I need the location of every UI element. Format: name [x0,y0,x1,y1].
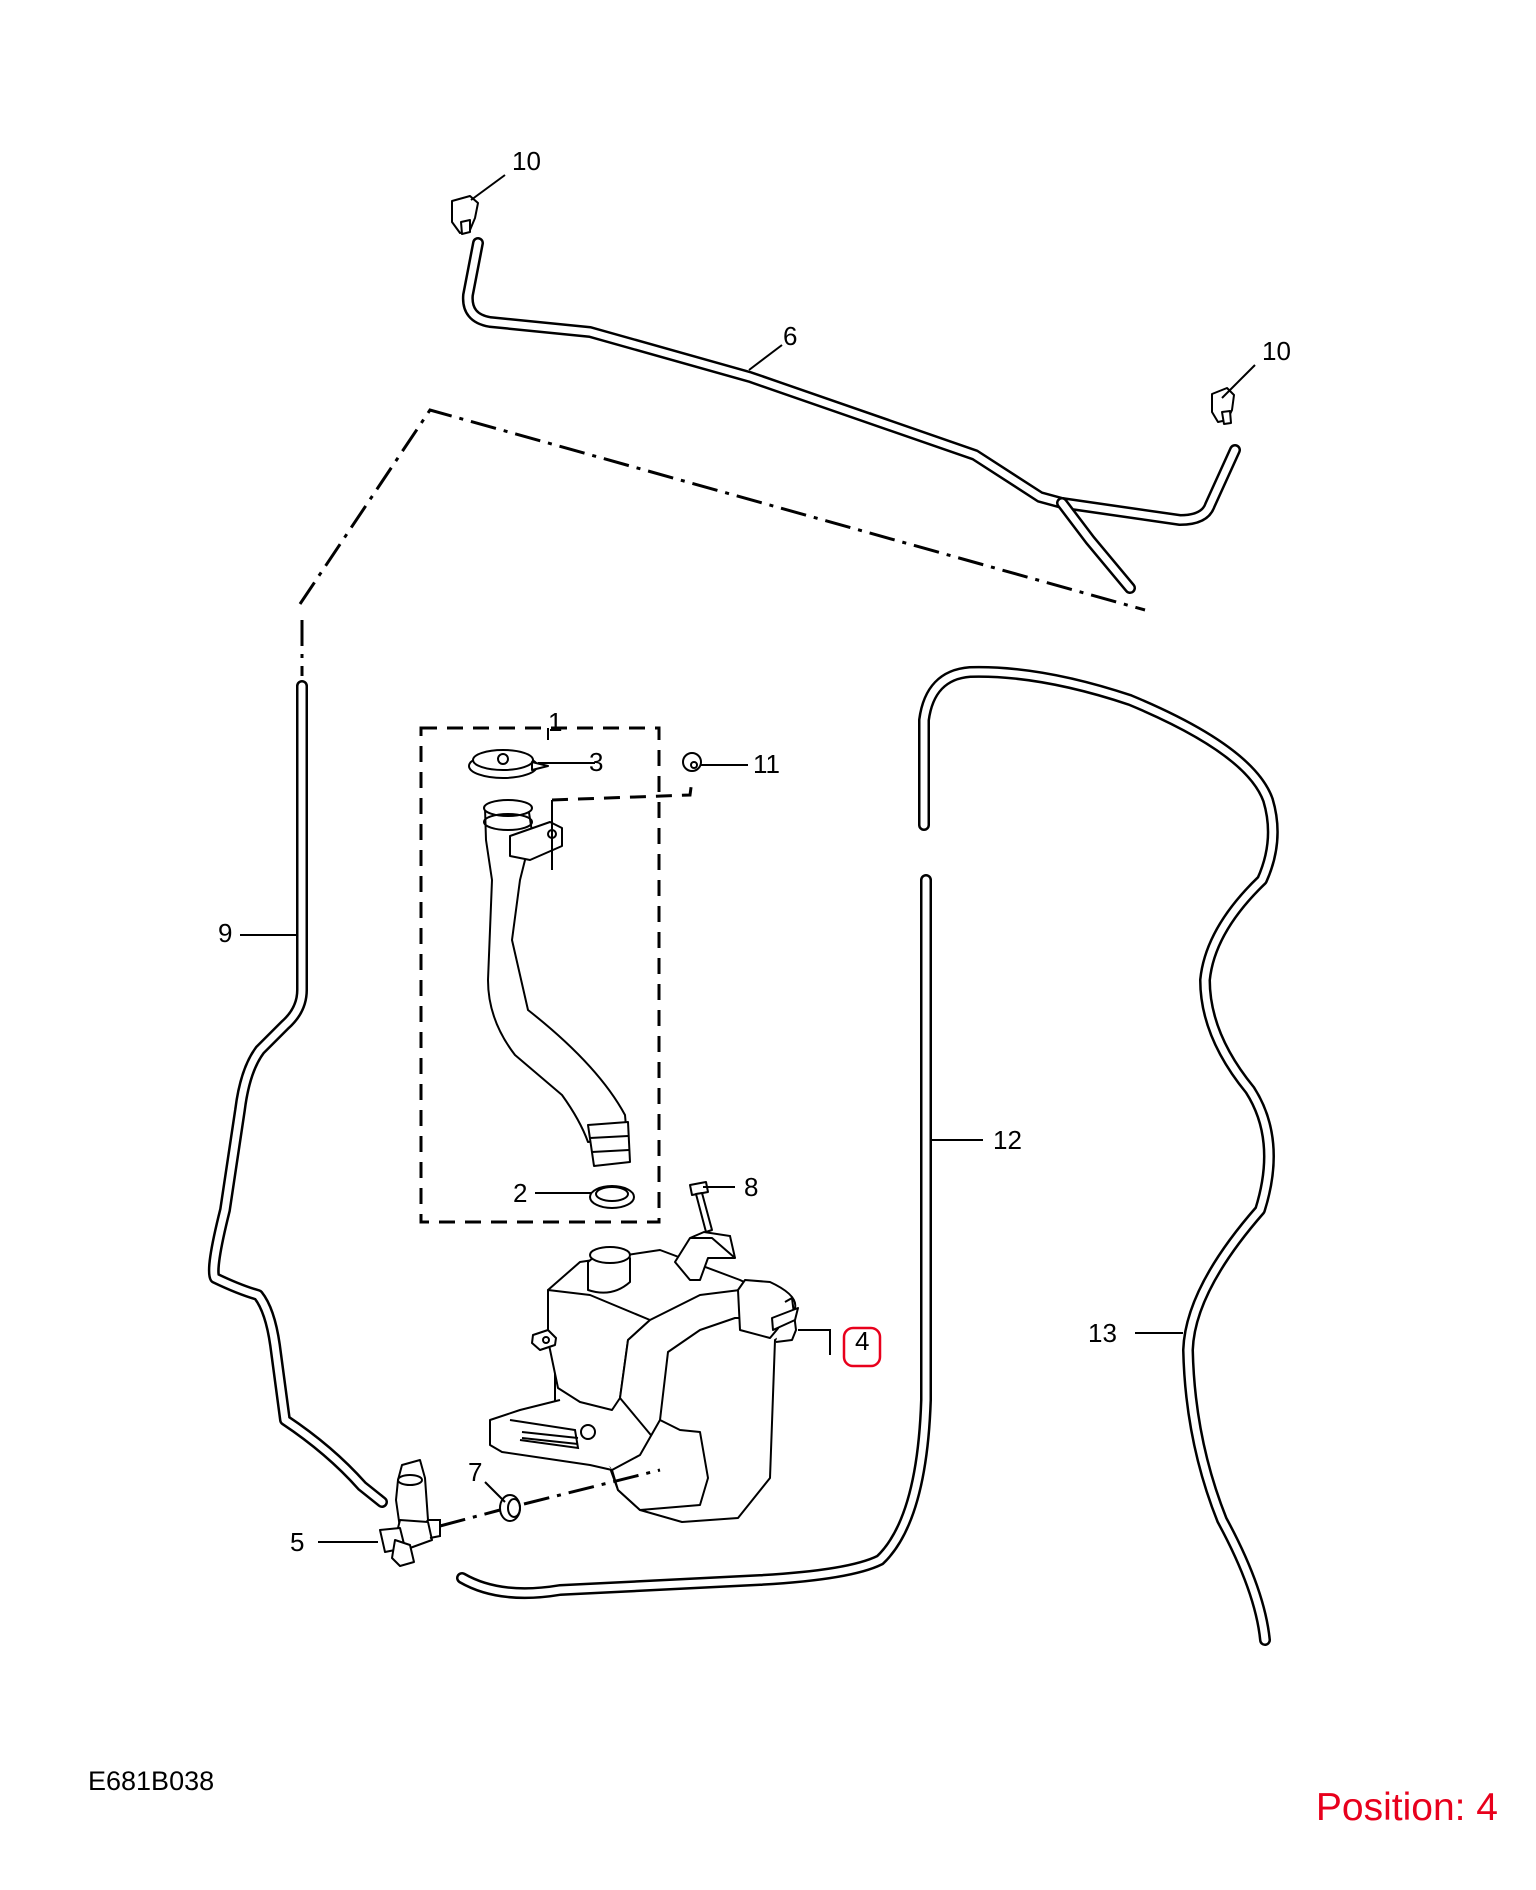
grommet-mount-line [523,1468,661,1506]
washer-hose-left [207,680,388,1508]
callout-12: 12 [993,1125,1022,1155]
filler-kit-box [419,726,661,1224]
pump-mount-line [439,1508,501,1528]
callout-9: 9 [218,918,232,948]
connection-line-top [298,408,1146,612]
filler-neck [483,799,631,1167]
position-label: Position: 4 [1315,1786,1498,1829]
callout-11: 11 [753,749,780,779]
leader-lines [240,174,1256,1543]
washer-jet-right [1211,387,1235,425]
retaining-clip [551,752,702,802]
callout-7: 7 [468,1457,482,1487]
callout-5: 5 [290,1527,304,1557]
diagram-reference-code: E681B038 [88,1766,215,1796]
callout-10-right: 10 [1262,336,1291,366]
callout-3: 3 [589,747,603,777]
callout-2: 2 [513,1178,527,1208]
mounting-bolt [689,1181,713,1233]
washer-pump [379,1459,441,1567]
filler-cap [468,749,549,779]
washer-hose-upper [461,237,1241,594]
callout-13: 13 [1088,1318,1117,1348]
callout-4: 4 [855,1326,869,1356]
callout-10-left: 10 [512,146,541,176]
washer-hose-center [456,874,932,1600]
seal-ring [589,1185,635,1209]
washer-jet-left [451,195,479,235]
callout-6: 6 [783,321,797,351]
callout-4-highlight [842,1326,882,1368]
washer-hose-right [918,665,1279,1646]
callout-8: 8 [744,1172,758,1202]
callout-1: 1 [548,707,562,737]
washer-reservoir [489,1230,799,1523]
